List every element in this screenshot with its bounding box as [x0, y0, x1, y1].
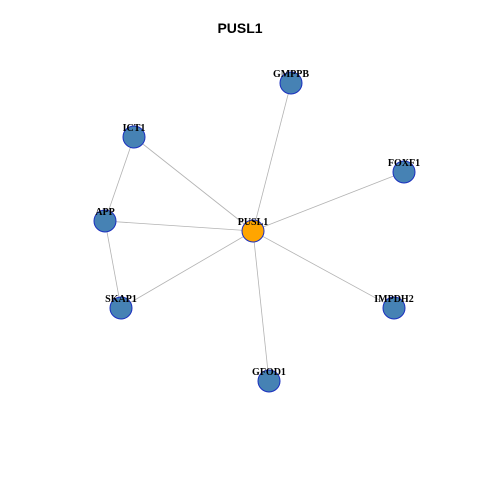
node-label-impdh2: IMPDH2 — [374, 294, 413, 305]
edge-pusl1-foxf1 — [252, 171, 405, 232]
node-skap1[interactable] — [109, 296, 133, 320]
node-label-ict1: ICT1 — [123, 123, 146, 134]
node-app[interactable] — [93, 209, 117, 233]
node-label-gfod1: GFOD1 — [252, 367, 286, 378]
node-label-foxf1: FOXF1 — [388, 158, 420, 169]
edge-ict1-app — [104, 136, 135, 222]
node-pusl1[interactable] — [241, 219, 265, 243]
node-label-pusl1: PUSL1 — [238, 217, 269, 228]
node-gmppb[interactable] — [279, 71, 303, 95]
node-label-app: APP — [95, 207, 114, 218]
edge-pusl1-impdh2 — [252, 230, 395, 309]
edge-pusl1-ict1 — [133, 136, 254, 232]
node-ict1[interactable] — [122, 125, 146, 149]
node-label-gmppb: GMPPB — [273, 69, 309, 80]
edge-pusl1-gfod1 — [252, 230, 270, 382]
edge-pusl1-app — [104, 220, 254, 232]
node-gfod1[interactable] — [257, 369, 281, 393]
node-layer — [93, 71, 416, 393]
edge-layer — [104, 82, 405, 382]
diagram-title: PUSL1 — [217, 20, 263, 36]
node-label-skap1: SKAP1 — [105, 294, 137, 305]
node-impdh2[interactable] — [382, 296, 406, 320]
edge-pusl1-gmppb — [252, 82, 292, 232]
edge-app-skap1 — [104, 220, 122, 309]
edge-pusl1-skap1 — [120, 230, 254, 309]
node-foxf1[interactable] — [392, 160, 416, 184]
